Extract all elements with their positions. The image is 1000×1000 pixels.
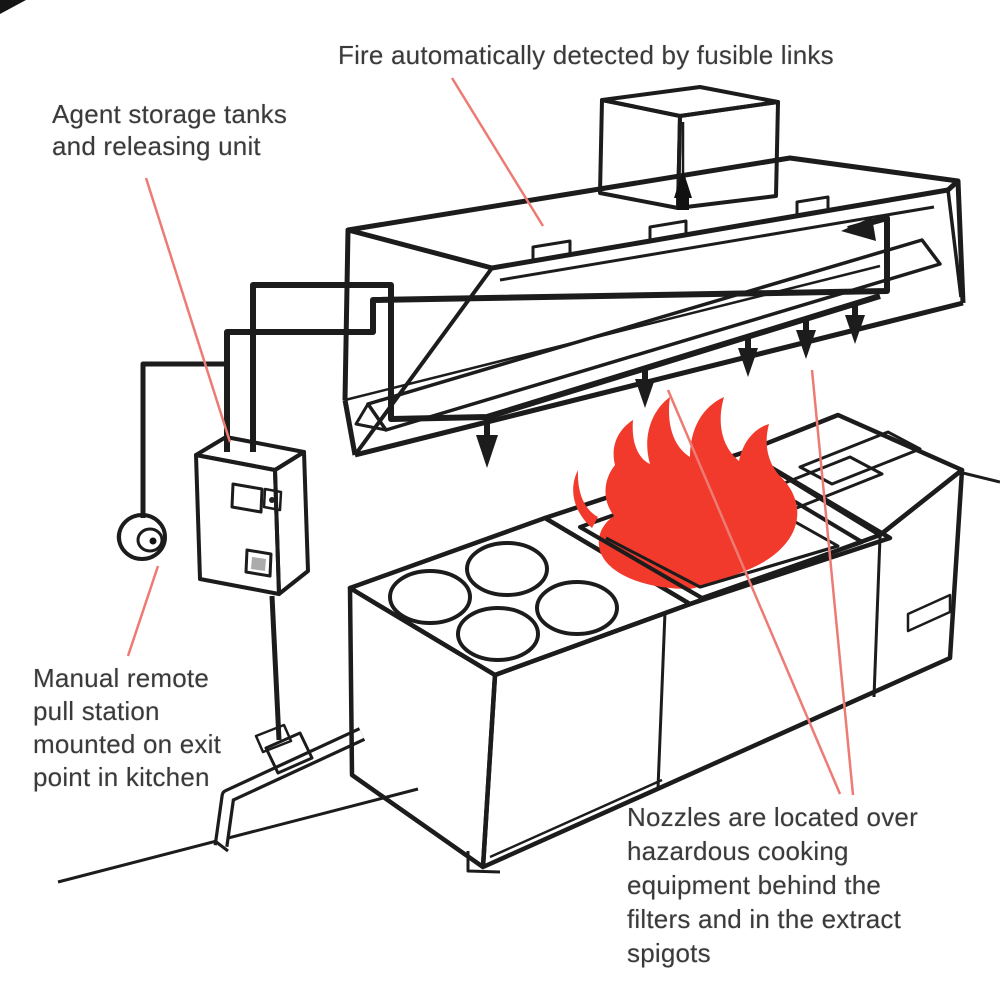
kitchen-hood [342, 155, 966, 458]
range-base-line [489, 778, 663, 859]
hood-top-face [345, 155, 961, 271]
extract-duct [598, 85, 780, 210]
pull-station-disc [117, 513, 167, 561]
nozzles [476, 304, 865, 468]
burner [535, 580, 619, 636]
control-box-button-inner [251, 557, 266, 571]
control-box-knob [269, 497, 275, 503]
flow-arrow-icon [841, 217, 876, 241]
range-seam [656, 611, 667, 789]
burner [388, 569, 472, 625]
fusible-link-tab [648, 219, 688, 243]
floor-line [57, 787, 419, 884]
fryer-pan-front-inner [605, 536, 839, 589]
range-seam [872, 536, 882, 698]
label-manual-pull: Manual remote pull station mounted on ex… [33, 663, 222, 792]
valve-actuation-line [269, 595, 282, 741]
control-box-button [244, 548, 273, 578]
flame-main [598, 397, 798, 589]
label-agent-storage: Agent storage tanks and releasing unit [52, 99, 288, 161]
duct-left-face [598, 98, 682, 210]
fusible-link-tab [795, 195, 830, 218]
nozzle-arrow-icon [635, 379, 655, 408]
pull-station-cable [140, 361, 227, 518]
burner [465, 541, 549, 597]
gas-pipe-end-cap [214, 839, 229, 853]
pull-station-pin [149, 537, 157, 545]
hood-back-left-edge [342, 229, 351, 401]
hood-front-bottom-edge [354, 300, 964, 458]
control-box-top [194, 435, 306, 472]
control-box-side [273, 450, 310, 596]
distribution-manifold [250, 282, 881, 452]
wall-line [962, 471, 1000, 484]
leader-line-fusible [450, 77, 545, 227]
corner-artifact [0, 0, 26, 14]
agent-piping [140, 215, 890, 741]
gas-pipe-core [216, 730, 364, 847]
pull-station [116, 513, 167, 561]
fryer-pan-front-rim [578, 525, 863, 600]
flame-tongue [573, 470, 598, 528]
nozzle-arrow-icon [476, 435, 498, 468]
leader-line-nozzles-2 [810, 369, 855, 796]
gas-valve-handle [254, 723, 293, 754]
fusible-link-tab [531, 239, 572, 263]
leader-line-nozzles-1 [666, 389, 842, 795]
duct-spigot-nozzle [677, 196, 689, 210]
label-nozzles: Nozzles are located over hazardous cooki… [627, 802, 918, 968]
burner [456, 606, 540, 662]
leader-lines [126, 77, 855, 796]
duct-nozzle-up-arrow-icon [674, 170, 692, 198]
right-unit-top [742, 412, 965, 538]
fire-icon [573, 397, 798, 589]
nozzle-arrow-icon [738, 348, 758, 377]
hood-bottom-left-edge [342, 399, 358, 456]
control-box [194, 435, 310, 596]
leader-line-agent [144, 177, 232, 443]
leader-line-pull-station [126, 565, 160, 657]
label-fusible-links: Fire automatically detected by fusible l… [338, 40, 834, 70]
pull-station-hub [136, 527, 164, 553]
hood-front-lip [499, 205, 935, 282]
duct-top-face [600, 85, 780, 118]
hood-right-inner-edge [946, 189, 963, 298]
supply-pipe-upper [224, 215, 890, 452]
hood-right-edge [955, 180, 966, 304]
control-box-knob-panel [262, 487, 283, 512]
control-box-front [194, 453, 281, 596]
nozzle-arrow-icon [796, 330, 816, 359]
control-box-display [230, 482, 264, 514]
gas-pipe [213, 723, 366, 853]
nozzle-arrow-icon [845, 315, 865, 344]
duct-inner-face [676, 100, 780, 210]
range-base-strip [906, 593, 952, 633]
